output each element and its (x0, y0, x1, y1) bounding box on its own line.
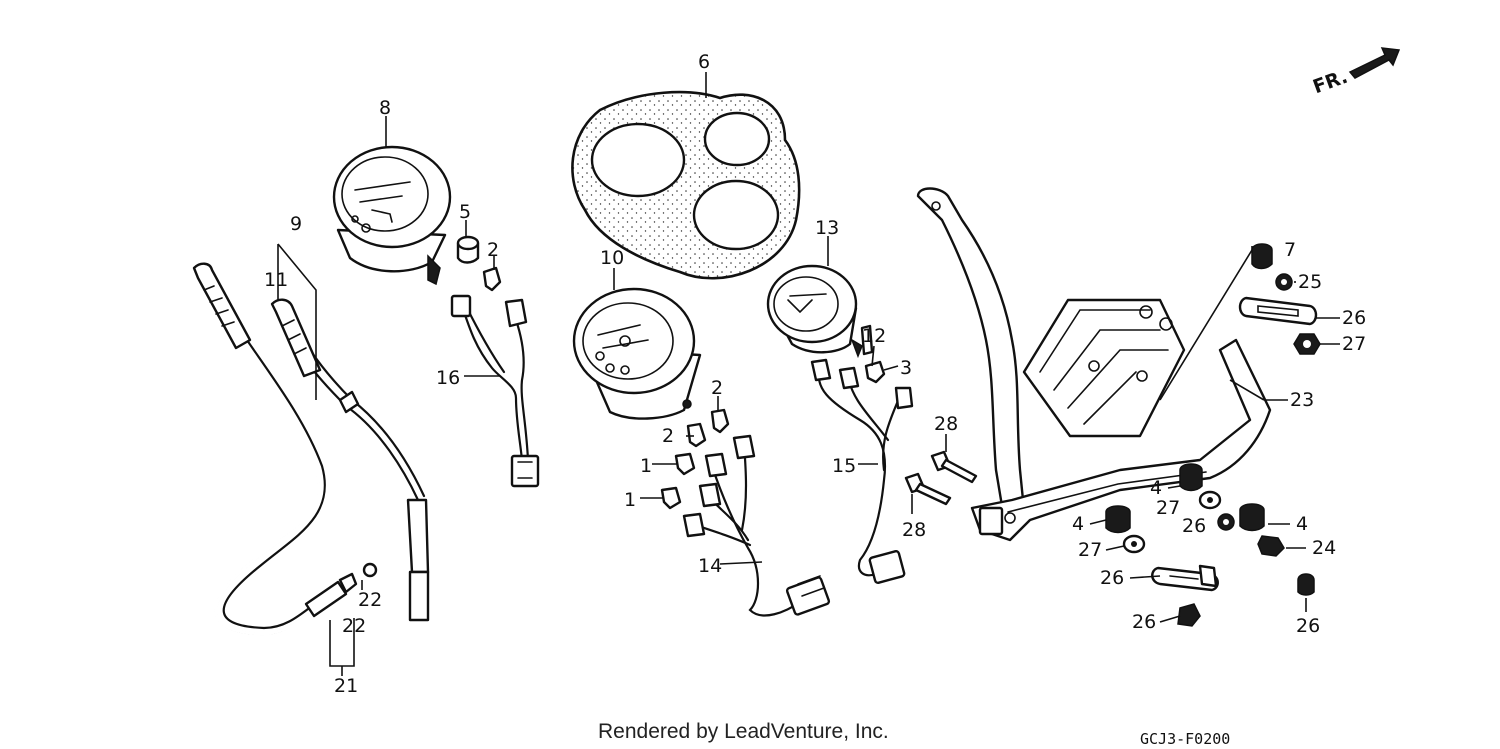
callout-15: 15 (832, 455, 856, 477)
lower-bracket (970, 338, 1272, 542)
tachometer (572, 287, 702, 420)
front-indicator-label: FR. (1310, 66, 1351, 99)
footer-credit: Rendered by LeadVenture, Inc. (598, 720, 889, 743)
callout-6: 6 (698, 51, 710, 73)
callout-7: 7 (1284, 239, 1296, 261)
shield-bracket (1022, 298, 1186, 438)
callout-21: 25 (1298, 271, 1322, 293)
front-arrow-icon (1348, 47, 1401, 79)
callout-9: 9 (290, 213, 302, 235)
callout-2c: 2 (662, 425, 674, 447)
meter-panel-cover (571, 90, 801, 280)
callout-3: 3 (900, 357, 912, 379)
small-gauge (766, 264, 863, 359)
callout-1a: 1 (640, 455, 652, 477)
callout-4c: 4 (1296, 513, 1308, 535)
indicator-socket (456, 235, 480, 264)
callout-28a: 28 (934, 413, 958, 435)
callout-20: 24 (1312, 537, 1336, 559)
meter-stay-bracket (916, 187, 1026, 520)
callout-17: 21 (334, 675, 358, 697)
callout-23: 26 (1342, 307, 1366, 329)
callout-1b: 1 (624, 489, 636, 511)
callout-22: 22 (358, 589, 382, 611)
speedometer-harness (450, 294, 540, 488)
callout-28b: 28 (902, 519, 926, 541)
speedometer (332, 145, 452, 286)
callout-16: 16 (436, 367, 460, 389)
tachometer-cable (270, 298, 430, 622)
callout-5: 5 (459, 201, 471, 223)
callout-4b: 4 (1072, 513, 1084, 535)
tachometer-harness (682, 434, 831, 617)
callout-27b: 27 (1078, 539, 1102, 561)
callout-8: 8 (379, 97, 391, 119)
callout-11: 11 (264, 269, 288, 291)
callout-labels: 6 8 5 2 9 11 10 13 12 3 16 2 2 1 1 14 15… (264, 51, 1366, 697)
callout-14: 14 (698, 555, 722, 577)
callout-19: 23 (1290, 389, 1314, 411)
callout-10: 10 (600, 247, 624, 269)
callout-26a: 26 (1182, 515, 1206, 537)
figure-code: GCJ3-F0200 (1140, 730, 1230, 748)
callout-12: 12 (862, 325, 886, 347)
callout-4a: 4 (1150, 477, 1162, 499)
callout-18: 22 (342, 615, 366, 637)
bulb-items (482, 266, 886, 510)
leader-lines (277, 72, 1340, 676)
fasteners (362, 243, 1321, 627)
callout-2b: 2 (711, 377, 723, 399)
callout-26b: 26 (1132, 611, 1156, 633)
callout-27a: 27 (1156, 497, 1180, 519)
callout-25: 27 (1342, 333, 1366, 355)
gauge-harness (810, 358, 914, 584)
callout-24: 26 (1100, 567, 1124, 589)
small-bracket-24 (1151, 564, 1219, 592)
callout-26c: 26 (1296, 615, 1320, 637)
callout-2a: 2 (487, 239, 499, 261)
callout-13: 13 (815, 217, 839, 239)
small-bracket-23 (1238, 296, 1318, 326)
